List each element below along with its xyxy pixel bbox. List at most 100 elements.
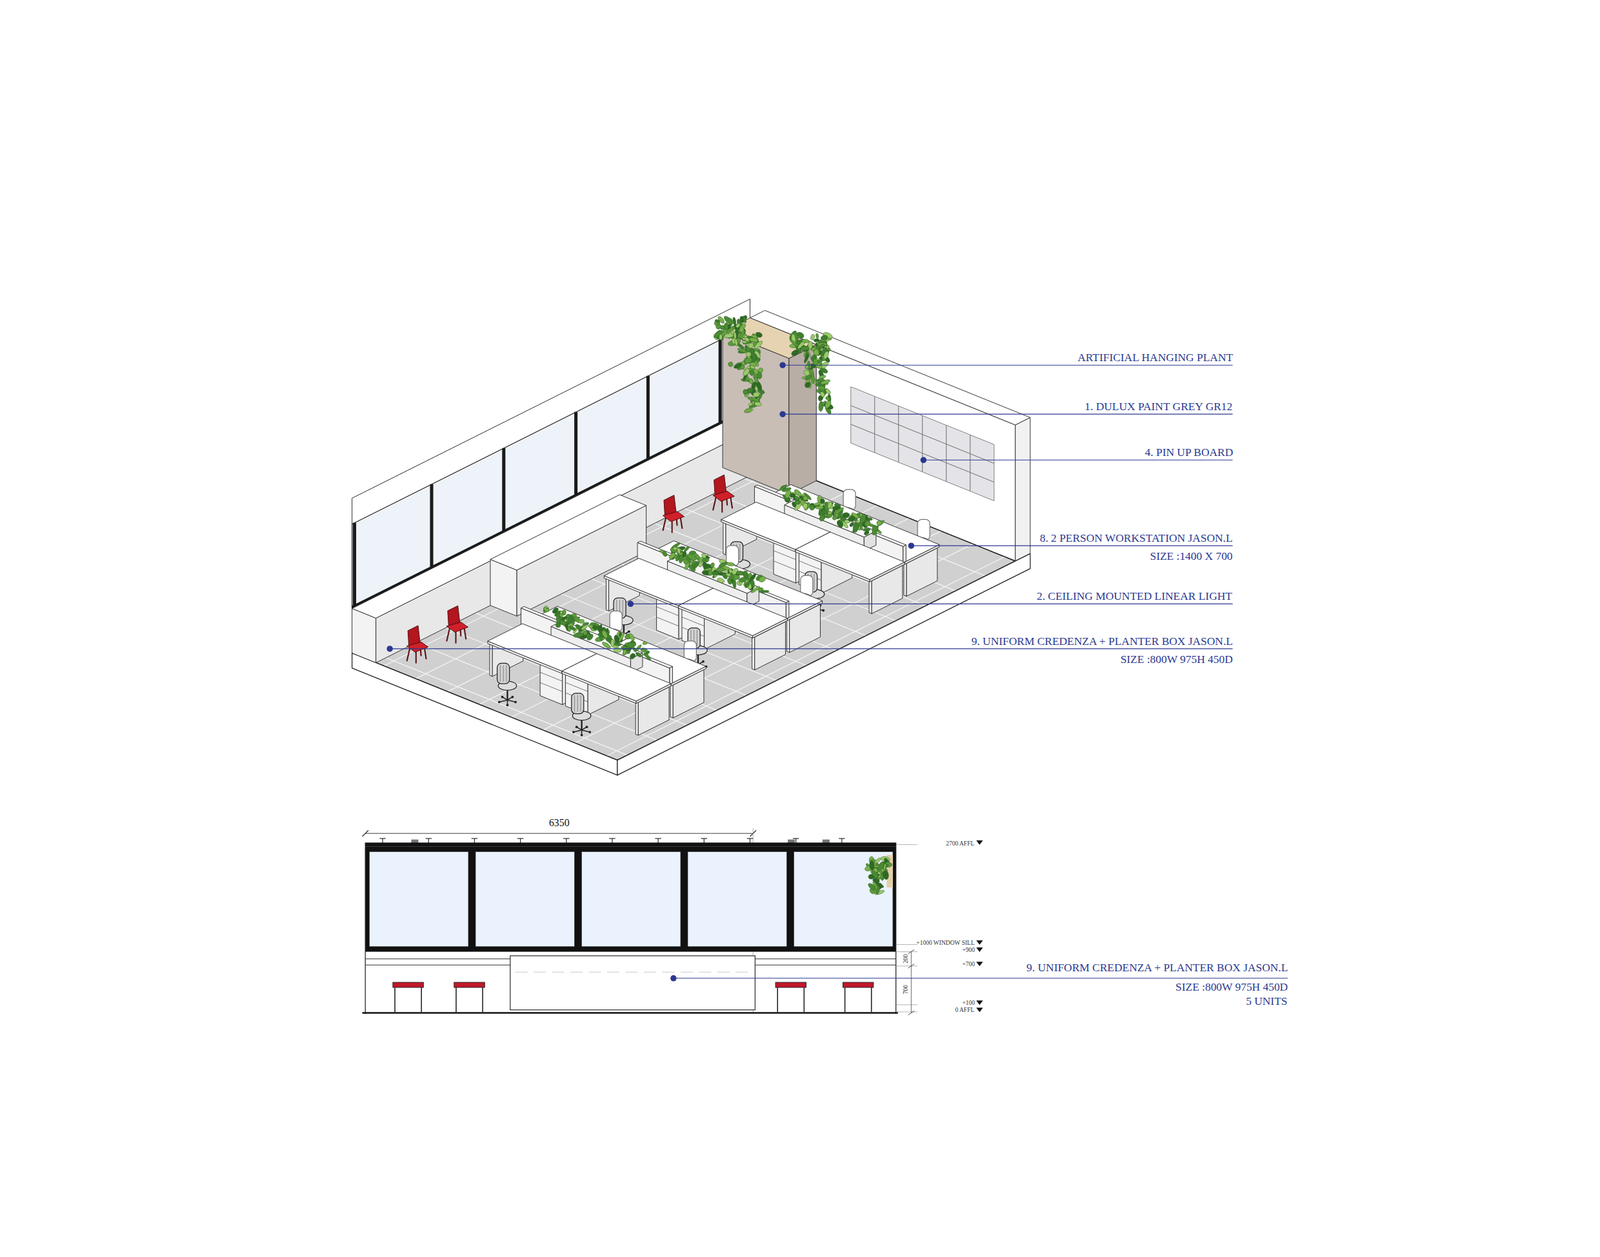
credenza (510, 956, 756, 1011)
hanging-plant (804, 374, 813, 381)
ceiling-light-mark (379, 838, 386, 839)
drawer-line (773, 550, 797, 560)
planter-foliage (723, 565, 730, 571)
stool-leg (776, 987, 779, 1013)
hanging-plant (819, 390, 826, 399)
chair-base (507, 700, 516, 702)
level-marker (976, 940, 983, 945)
leader-dot (779, 410, 786, 417)
planter-foliage (758, 575, 768, 584)
chair-castor (580, 734, 584, 737)
level-line (896, 1011, 918, 1013)
window-pane (794, 852, 893, 948)
level-text: 2700 AFFL (945, 840, 975, 847)
planter-foliage (618, 632, 626, 643)
planter-foliage (760, 590, 770, 594)
stool-leg (481, 987, 484, 1013)
drawer-line (540, 682, 563, 692)
hanging-plant (867, 882, 877, 892)
planter-foliage (676, 547, 682, 555)
leader-dot (779, 361, 786, 368)
chair-back (571, 693, 584, 715)
chair-back (726, 545, 739, 567)
chair-seat (446, 621, 468, 633)
red-chair (712, 474, 735, 513)
planter-foliage (686, 552, 698, 562)
hanging-plant (820, 378, 831, 386)
window-pane (581, 852, 681, 948)
stool-leg (844, 987, 846, 1013)
chair-mesh (577, 695, 579, 712)
window-mullion (646, 376, 650, 461)
planter-foliage (661, 550, 669, 558)
leader-line (673, 978, 1288, 979)
leader-dot (908, 542, 915, 549)
dimension-text: 200 (901, 954, 908, 964)
stool-seat (775, 982, 806, 988)
window-mullion (429, 484, 433, 570)
ceiling-light-mark (747, 838, 753, 839)
hanging-plant (818, 374, 827, 380)
callout-text: ARTIFICIAL HANGING PLANT (1077, 351, 1233, 363)
level-line (896, 944, 918, 946)
leader-dot (920, 457, 927, 464)
desk-end-panel (489, 642, 493, 677)
drawer-line (656, 617, 680, 627)
hanging-plant (869, 860, 875, 871)
chair-base (581, 730, 591, 733)
chair-castor (575, 725, 579, 729)
hanging-plant (803, 381, 812, 390)
chair-seat (407, 641, 429, 653)
level-line (896, 965, 918, 967)
hanging-plant (723, 322, 729, 331)
level-marker (976, 840, 983, 845)
ceiling-light-mark (563, 838, 570, 839)
planter-foliage (744, 579, 753, 591)
hanging-plant (818, 401, 824, 412)
chair-mesh (505, 665, 507, 682)
chair-base (499, 700, 508, 702)
hanging-plant (732, 362, 743, 370)
planter-foliage (629, 652, 637, 660)
hanging-plant (743, 336, 751, 343)
feature-column (722, 331, 790, 495)
planter-foliage (701, 557, 710, 563)
ceiling-light-mark (701, 838, 708, 839)
hanging-plant (882, 870, 890, 880)
leader-line (389, 648, 1233, 650)
planter-foliage (741, 570, 750, 580)
callout-text: 9. UNIFORM CREDENZA + PLANTER BOX JASON.… (971, 635, 1233, 647)
credenza-joint (515, 972, 751, 973)
ceiling-bar (365, 842, 896, 847)
planter-foliage (578, 619, 585, 624)
planter-foliage (613, 647, 622, 653)
planter-foliage (591, 624, 599, 631)
chair-mesh (503, 665, 504, 682)
wall-edge (895, 842, 897, 1015)
stool-leg (870, 987, 873, 1013)
callout-text: 4. PIN UP BOARD (1145, 446, 1234, 458)
hanging-plant (741, 367, 751, 378)
pin-up-board-panel (898, 405, 923, 435)
planter-foliage (863, 520, 872, 528)
red-chair (662, 495, 684, 533)
hanging-plant (870, 870, 880, 880)
planter-foliage (729, 572, 735, 580)
hanging-plant (743, 407, 754, 414)
leader-line (910, 545, 1233, 547)
floor-tile-joint (447, 492, 846, 693)
stool-seat (842, 982, 873, 988)
planter-foliage (627, 632, 636, 642)
red-chair (407, 625, 429, 664)
dimension-text: 700 (901, 985, 908, 995)
planter-foliage (712, 571, 719, 576)
drawer-line (540, 672, 563, 682)
planter-foliage (558, 619, 568, 626)
callout-size: SIZE :800W 975H 450D (1175, 981, 1288, 993)
level-text: +700 (961, 961, 975, 968)
window-mullion (574, 412, 578, 497)
drawer-line (656, 607, 680, 617)
hanging-plant (723, 332, 734, 339)
planter-foliage (871, 525, 878, 536)
